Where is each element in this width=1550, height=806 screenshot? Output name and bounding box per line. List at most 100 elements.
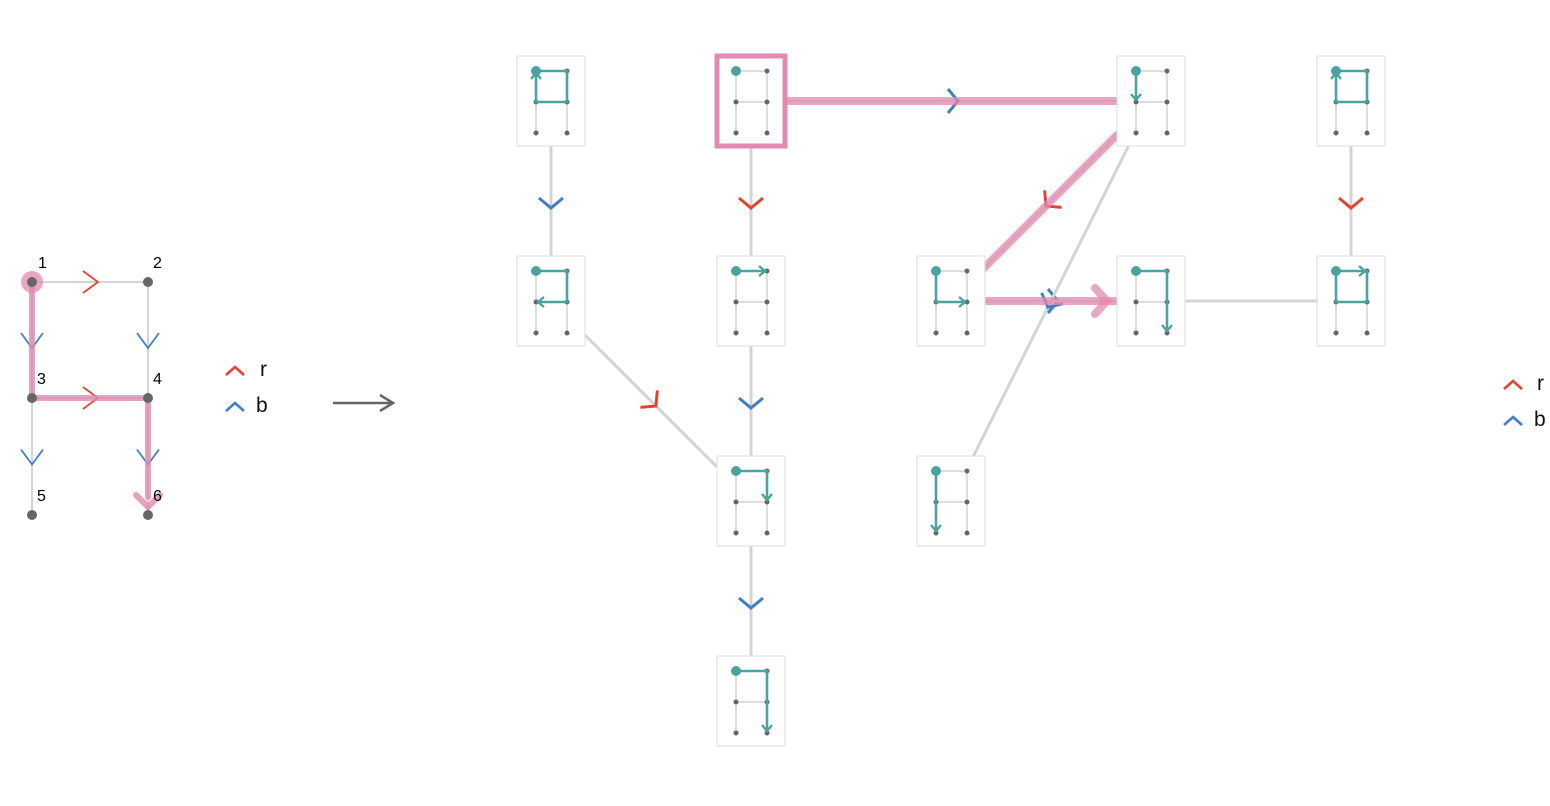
state-transition-A-E xyxy=(538,146,564,256)
mini-path-arrowhead xyxy=(958,296,967,308)
graph-node-3: 3 xyxy=(27,371,46,403)
b-legend-label: b xyxy=(1534,408,1546,431)
state-transition-arrow xyxy=(538,196,564,210)
state-graph xyxy=(516,53,1386,747)
mini-path-start xyxy=(731,66,741,76)
state-transition-line xyxy=(583,333,719,469)
state-box xyxy=(716,255,786,347)
left-legend: r b xyxy=(225,358,268,417)
state-node-D xyxy=(1316,55,1386,147)
r-legend-label: r xyxy=(1537,372,1544,395)
state-node-F xyxy=(716,255,786,347)
graph-node-label: 4 xyxy=(153,371,162,388)
state-node-C xyxy=(916,255,986,347)
state-transition-J-L xyxy=(738,546,764,656)
mini-path-start xyxy=(1131,66,1141,76)
input-graph: 1 2 3 4 5 6 xyxy=(20,255,163,520)
state-transition-arrow xyxy=(640,390,659,409)
r-legend-icon xyxy=(1503,379,1523,390)
state-transition-arrow xyxy=(738,196,764,210)
mini-path-start xyxy=(931,266,941,276)
state-node-J xyxy=(716,455,786,547)
mini-path-arrowhead xyxy=(536,296,545,308)
b-legend-icon xyxy=(225,401,245,412)
graph-node-label: 1 xyxy=(38,255,47,272)
state-transition-F-J xyxy=(738,346,764,456)
mini-path-start xyxy=(731,266,741,276)
graph-edge-arrow xyxy=(136,332,160,350)
graph-node-label: 5 xyxy=(37,488,46,505)
transform-arrow xyxy=(333,393,396,413)
state-highlight-arrowhead xyxy=(1091,284,1113,318)
mini-path-arrowhead xyxy=(1130,93,1142,102)
mini-path xyxy=(536,269,569,304)
mini-path xyxy=(736,469,769,498)
mini-path-start xyxy=(531,66,541,76)
state-node-K xyxy=(916,455,986,547)
state-transition-E-J xyxy=(583,333,719,469)
right-legend: r b xyxy=(1503,372,1546,431)
mini-path-start xyxy=(1331,266,1341,276)
graph-node-4: 4 xyxy=(143,371,162,403)
graph-node-5: 5 xyxy=(27,488,46,520)
state-node-H xyxy=(1116,255,1186,347)
graph-edge-arrow xyxy=(20,448,44,467)
b-legend-icon xyxy=(1503,415,1523,426)
mini-path-arrowhead xyxy=(1161,324,1173,333)
state-transition-arrow xyxy=(738,396,764,410)
r-legend-icon xyxy=(225,365,245,376)
graph-node-dot xyxy=(143,510,153,520)
state-transition-arrow xyxy=(1338,196,1364,210)
state-node-B xyxy=(714,53,788,149)
highlight-path-arrowhead xyxy=(133,492,163,512)
state-transitions xyxy=(538,88,1364,656)
mini-grid xyxy=(733,68,770,136)
mini-path-arrowhead xyxy=(758,265,767,277)
state-node-E xyxy=(516,255,586,347)
graph-node-label: 3 xyxy=(37,371,46,388)
mini-path xyxy=(736,669,769,729)
graph-edge-arrow xyxy=(82,270,100,294)
mini-path-start xyxy=(1131,266,1141,276)
state-transition-arrow xyxy=(738,596,764,610)
state-transition-B-F xyxy=(738,146,764,256)
state-node-G xyxy=(1116,55,1186,147)
mini-path xyxy=(534,69,569,104)
state-transition-D-I xyxy=(1338,146,1364,256)
state-box xyxy=(716,655,786,747)
mini-path-start xyxy=(731,666,741,676)
graph-node-6: 6 xyxy=(143,488,162,520)
mini-path-arrowhead xyxy=(761,724,773,733)
state-box xyxy=(1116,55,1186,147)
state-node-I xyxy=(1316,255,1386,347)
mini-path-arrowhead xyxy=(761,493,773,502)
graph-node-1: 1 xyxy=(27,255,47,287)
mini-path xyxy=(1136,269,1169,329)
mini-path-arrowhead xyxy=(1358,265,1367,277)
graph-node-label: 6 xyxy=(153,488,162,505)
state-box xyxy=(714,53,788,149)
mini-path xyxy=(1334,69,1369,104)
graph-node-dot xyxy=(143,277,153,287)
state-node-A xyxy=(516,55,586,147)
graph-node-dot xyxy=(27,510,37,520)
mini-path-arrowhead xyxy=(930,524,942,533)
graph-node-label: 2 xyxy=(153,255,162,272)
mini-path-start xyxy=(1331,66,1341,76)
state-box xyxy=(716,455,786,547)
mini-path xyxy=(934,271,963,304)
state-box xyxy=(916,455,986,547)
graph-node-dot xyxy=(143,393,153,403)
state-box xyxy=(1116,255,1186,347)
graph-node-dot xyxy=(27,393,37,403)
mini-path-start xyxy=(531,266,541,276)
graph-edge-2-4 xyxy=(136,282,160,398)
mini-path-start xyxy=(931,466,941,476)
graph-edge-3-5 xyxy=(20,398,44,515)
b-legend-label: b xyxy=(256,394,268,417)
state-node-L xyxy=(716,655,786,747)
state-nodes xyxy=(516,53,1386,747)
mini-path-start xyxy=(731,466,741,476)
graph-node-2: 2 xyxy=(143,255,162,287)
